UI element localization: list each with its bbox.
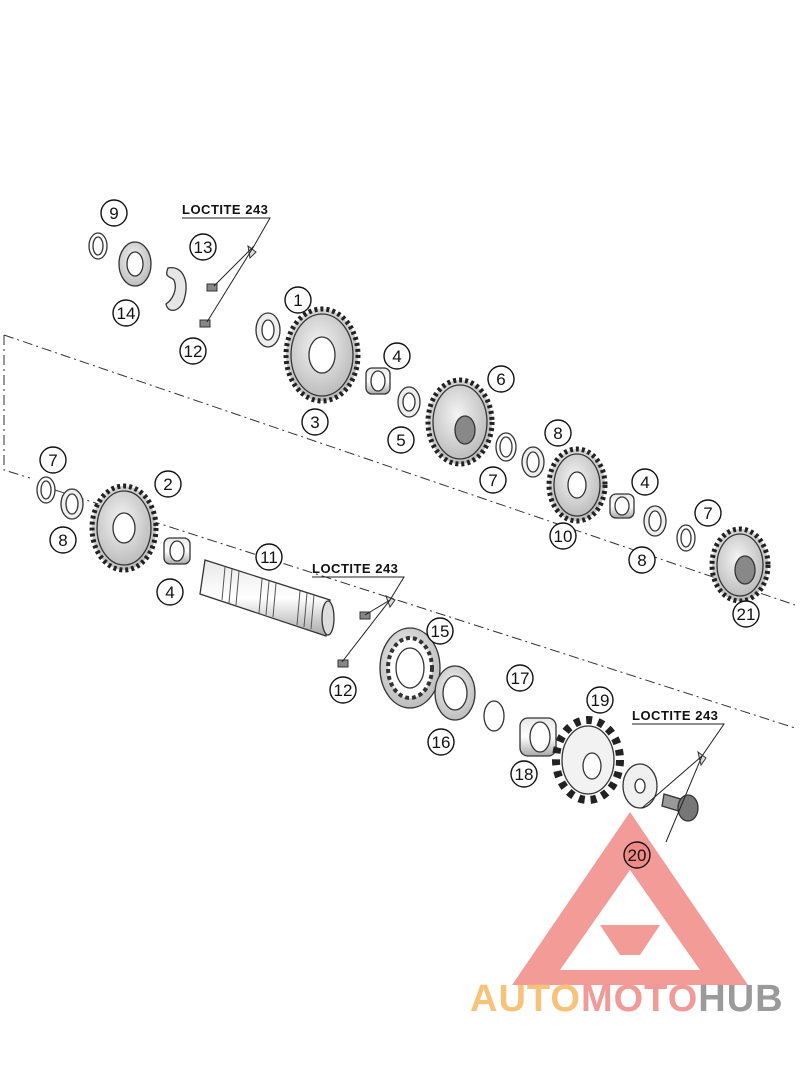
callout-8c: 8 — [49, 526, 77, 554]
snap-ring-7b — [36, 476, 56, 504]
svg-text:8: 8 — [553, 424, 562, 443]
logo-wordmark: AUTOMOTOHUB — [470, 978, 784, 1021]
logo-word-moto: MOTO — [580, 978, 699, 1020]
callout-7c: 7 — [694, 499, 722, 527]
callout-8a: 8 — [544, 419, 572, 447]
svg-text:4: 4 — [640, 473, 649, 492]
svg-text:1: 1 — [293, 291, 302, 310]
callout-19: 19 — [586, 686, 614, 714]
bearing-14 — [118, 241, 152, 287]
svg-text:19: 19 — [591, 691, 610, 710]
svg-text:21: 21 — [737, 605, 756, 624]
callout-2: 2 — [154, 470, 182, 498]
countershaft-11 — [199, 559, 335, 637]
bushing-4a — [365, 367, 391, 395]
callout-16: 16 — [427, 728, 455, 756]
callout-20: 20 — [623, 841, 651, 869]
screws-upper — [199, 244, 257, 328]
leader-lines — [182, 217, 725, 843]
washer-8c — [60, 488, 84, 520]
bushing-4b — [609, 493, 635, 519]
callout-13: 13 — [189, 233, 217, 261]
washer-8a — [521, 446, 545, 478]
callout-7b: 7 — [39, 446, 67, 474]
bearing-retainer — [165, 267, 187, 311]
callout-14: 14 — [112, 299, 140, 327]
shaft-seal-16 — [434, 665, 476, 721]
callout-4c: 4 — [156, 578, 184, 606]
svg-text:12: 12 — [184, 342, 203, 361]
callout-4b: 4 — [631, 468, 659, 496]
loctite-note-2: LOCTITE 243 — [312, 561, 398, 576]
svg-text:8: 8 — [637, 551, 646, 570]
svg-text:15: 15 — [431, 622, 450, 641]
callout-12b: 12 — [329, 676, 357, 704]
gear-3 — [283, 306, 361, 404]
gear-10 — [546, 446, 608, 524]
gear-6 — [425, 377, 495, 467]
callout-11: 11 — [255, 543, 283, 571]
svg-text:18: 18 — [515, 765, 534, 784]
svg-text:6: 6 — [496, 370, 505, 389]
o-ring-17 — [483, 700, 505, 732]
svg-text:9: 9 — [109, 204, 118, 223]
thrust-washer-1 — [255, 312, 281, 348]
svg-text:7: 7 — [48, 451, 57, 470]
svg-text:3: 3 — [310, 413, 319, 432]
snap-ring-9 — [88, 232, 108, 260]
callout-21: 21 — [732, 600, 760, 628]
svg-text:17: 17 — [511, 669, 530, 688]
spacer-18 — [519, 717, 557, 757]
washer-8b — [643, 505, 667, 537]
callout-1: 1 — [284, 286, 312, 314]
gear-2 — [89, 483, 159, 573]
svg-text:7: 7 — [488, 471, 497, 490]
assembly-frame — [3, 334, 796, 729]
snap-ring-7c — [676, 524, 696, 552]
washer-5 — [397, 386, 421, 418]
bushing-4c — [163, 537, 191, 565]
bearing-15 — [379, 627, 441, 709]
callout-10: 10 — [549, 522, 577, 550]
svg-text:12: 12 — [334, 681, 353, 700]
svg-text:11: 11 — [260, 548, 278, 567]
loctite-note-3: LOCTITE 243 — [632, 708, 718, 723]
svg-text:4: 4 — [165, 583, 174, 602]
svg-text:4: 4 — [392, 347, 401, 366]
svg-text:20: 20 — [628, 846, 647, 865]
logo-word-hub: HUB — [698, 978, 784, 1020]
logo-mark — [512, 812, 748, 985]
svg-text:5: 5 — [396, 431, 405, 450]
snap-ring-7a — [495, 432, 517, 462]
callout-17: 17 — [506, 664, 534, 692]
callout-4a: 4 — [383, 342, 411, 370]
callout-18: 18 — [510, 760, 538, 788]
callout-12a: 12 — [179, 337, 207, 365]
svg-text:2: 2 — [163, 475, 172, 494]
gear-21 — [709, 526, 771, 604]
callout-5: 5 — [387, 426, 415, 454]
callout-7a: 7 — [479, 466, 507, 494]
sprocket-19 — [552, 716, 624, 804]
callout-6: 6 — [487, 365, 515, 393]
svg-text:10: 10 — [554, 527, 573, 546]
callout-15: 15 — [426, 617, 454, 645]
svg-text:16: 16 — [432, 733, 451, 752]
svg-text:8: 8 — [58, 531, 67, 550]
washer-bolt-20 — [622, 750, 707, 822]
callout-3: 3 — [301, 408, 329, 436]
loctite-note-1: LOCTITE 243 — [182, 202, 268, 217]
logo-word-auto: AUTO — [470, 978, 581, 1020]
svg-text:14: 14 — [117, 304, 136, 323]
svg-text:7: 7 — [703, 504, 712, 523]
svg-text:13: 13 — [194, 238, 213, 257]
callouts: 1 2 3 4 4 4 5 6 7 7 7 8 8 8 9 10 11 12 1… — [39, 199, 760, 869]
callout-8b: 8 — [628, 546, 656, 574]
callout-9: 9 — [100, 199, 128, 227]
